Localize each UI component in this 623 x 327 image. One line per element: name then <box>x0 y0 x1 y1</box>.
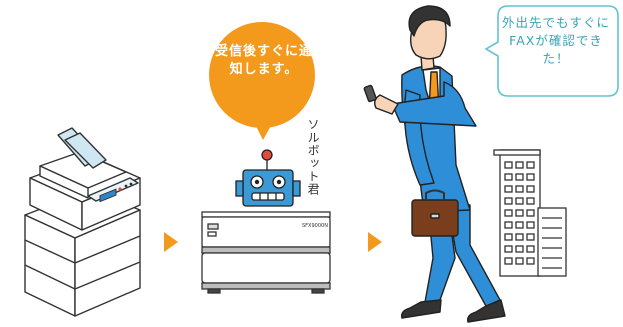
buildings-icon <box>493 149 567 277</box>
notification-bubble-text: 受信後すぐに通知します。 <box>214 44 313 77</box>
fax-confirmation-text: 外出先でもすぐにFAXが確認できた！ <box>501 15 610 66</box>
robot-icon <box>235 149 301 207</box>
fax-confirmation-bubble <box>484 5 619 97</box>
printer-icon <box>24 127 141 317</box>
businessman-icon <box>363 5 506 323</box>
notification-bubble <box>209 22 315 140</box>
arrow-right-icon <box>368 232 382 252</box>
robot-name-label: ソルボット君 <box>306 118 320 196</box>
server-model-label: SFX9000N <box>302 223 328 229</box>
server-icon <box>201 211 331 294</box>
arrow-right-icon <box>164 232 178 252</box>
